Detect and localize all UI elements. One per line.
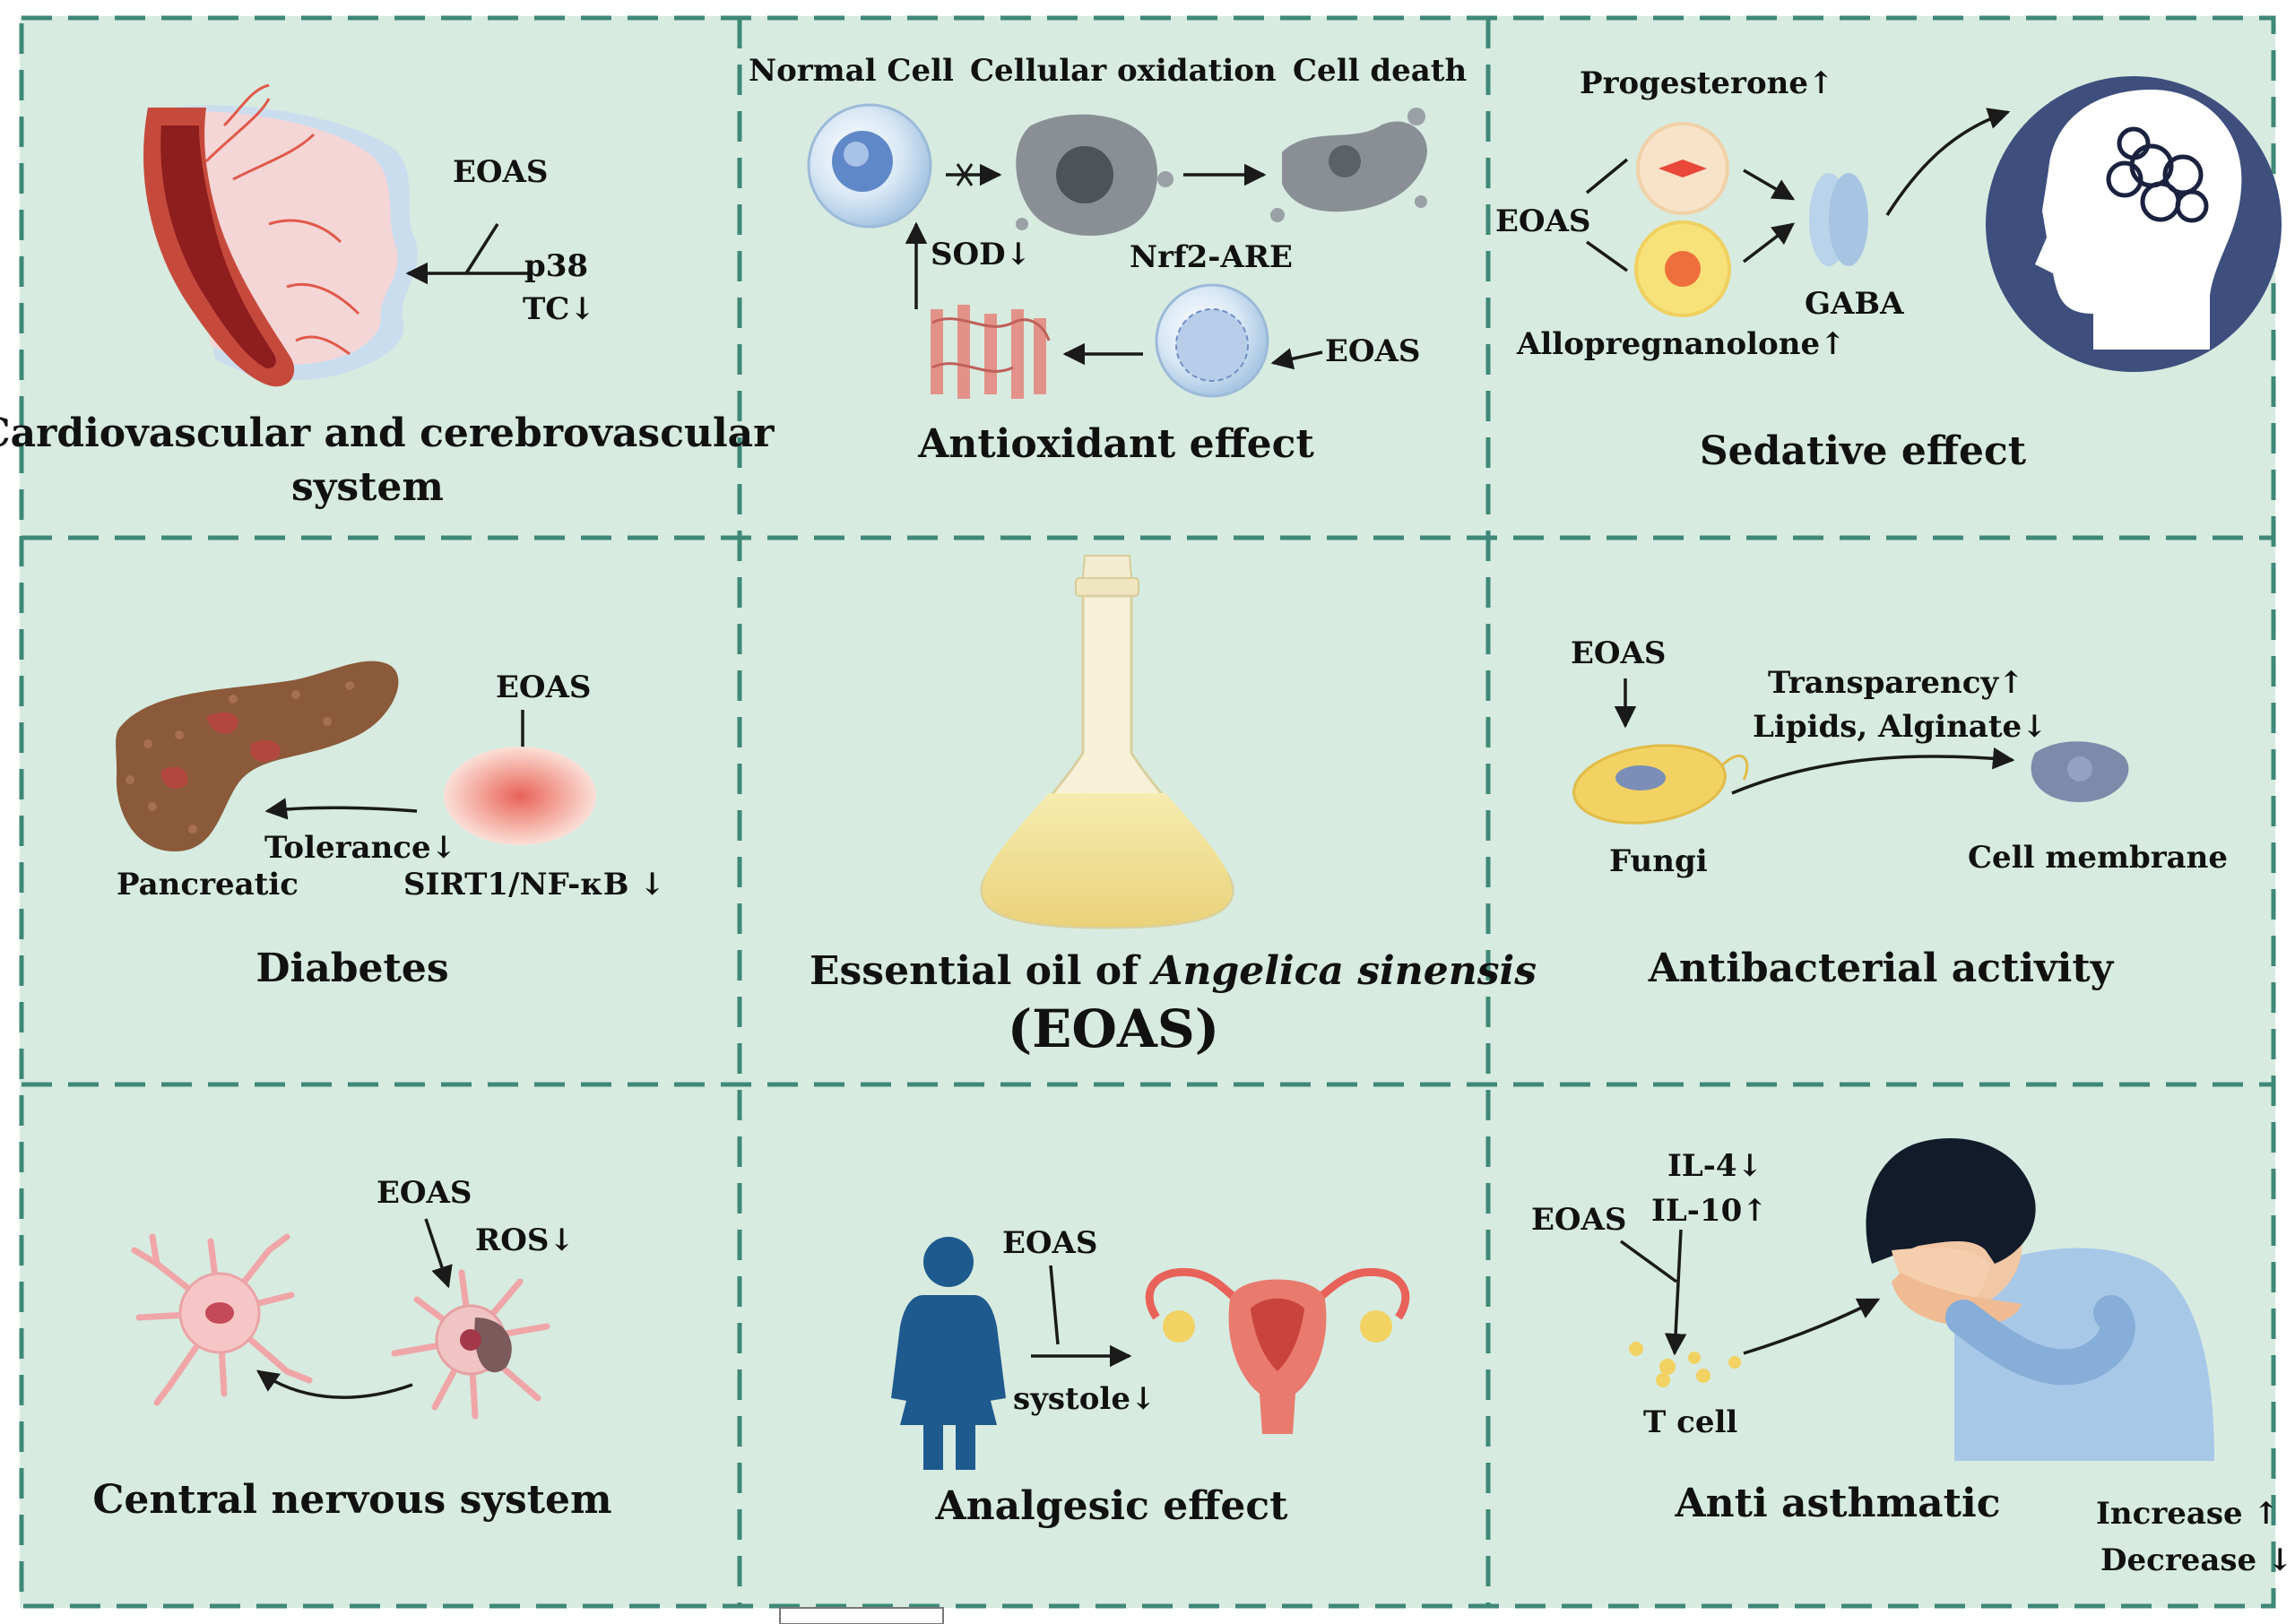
eoas-to-allopregnanolone-line	[1585, 240, 1629, 272]
gaba-receptor-icon	[1809, 173, 1868, 266]
fungi-label: Fungi	[1609, 843, 1708, 879]
analgesic-title: Analgesic effect	[935, 1483, 1289, 1529]
cell-membrane-icon	[2031, 741, 2129, 802]
healthy-neuron-icon	[131, 1233, 313, 1406]
panel-diabetes: EOAS Tolerance↓ Pancreatic SIRT1/NF-κB ↓…	[116, 661, 665, 991]
allopregnanolone-label: Allopregnanolone↑	[1516, 326, 1846, 362]
antibacterial-eoas-label: EOAS	[1571, 635, 1666, 671]
progesterone-to-gaba-arrow	[1743, 168, 1796, 201]
sod-label: SOD↓	[931, 237, 1031, 272]
panel-center: Essential oil of Angelica sinensis (EOAS…	[810, 555, 1537, 1059]
eoas-to-progesterone-line	[1585, 158, 1629, 194]
asthma-title: Anti asthmatic	[1675, 1481, 2001, 1526]
pancreatic-label: Pancreatic	[117, 867, 299, 903]
asthma-eoas-label: EOAS	[1531, 1202, 1626, 1238]
legend-decrease: Decrease ↓	[2100, 1542, 2293, 1578]
center-abbrev: (EOAS)	[1008, 998, 1220, 1059]
gaba-to-brain-arrow	[1885, 108, 2011, 216]
panel-asthma: IL-4↓ IL-10↑ EOAS T cell Anti asthmatic …	[1531, 1137, 2293, 1578]
progesterone-follicle-icon	[1636, 122, 1729, 215]
panel-sedative: Progesterone↑ EOAS GABA	[1495, 65, 2282, 474]
flask-icon	[980, 555, 1234, 929]
panel-cardiovascular: EOAS p38 TC↓ Cardiovascular and cerebrov…	[0, 83, 775, 510]
nrf2-label: Nrf2-ARE	[1130, 239, 1293, 275]
ros-label: ROS↓	[475, 1222, 575, 1258]
uterus-icon	[1145, 1267, 1410, 1434]
woman-icon	[891, 1237, 1006, 1470]
center-title: Essential oil of Angelica sinensis	[810, 948, 1537, 994]
eoas-to-nrf2-arrow	[1270, 348, 1323, 370]
cell-death-label: Cell death	[1293, 53, 1467, 89]
sirt-label: SIRT1/NF-κB ↓	[403, 867, 665, 903]
nrf2-cell-icon	[1155, 283, 1269, 398]
fungi-to-membrane-arrow	[1731, 747, 2015, 795]
analgesic-eoas-label: EOAS	[1002, 1225, 1097, 1261]
cardio-eoas-label: EOAS	[453, 154, 548, 190]
tcell-cluster-icon	[1629, 1342, 1741, 1387]
cns-title: Central nervous system	[92, 1477, 611, 1523]
il10-label: IL-10↑	[1651, 1193, 1768, 1229]
normal-cell-icon	[807, 103, 932, 229]
panel-analgesic: EOAS systole↓ Analgesic effect	[891, 1225, 1410, 1529]
pancreas-icon	[116, 661, 399, 851]
progesterone-label: Progesterone↑	[1580, 65, 1833, 101]
eoas-to-uterus-arrow	[1031, 1265, 1130, 1356]
blood-vessel-heart-icon	[143, 83, 418, 387]
panel-antioxidant: Normal Cell Cellular oxidation Cell deat…	[749, 53, 1467, 467]
block-mark-icon	[956, 163, 974, 186]
panel-grid	[19, 15, 2276, 1609]
tcell-to-person-arrow	[1743, 1298, 1881, 1355]
tcell-label: T cell	[1643, 1404, 1737, 1440]
damaged-neuron-icon	[391, 1269, 550, 1420]
tolerance-label: Tolerance↓	[264, 830, 456, 866]
panel-antibacterial: EOAS Transparency↑ Lipids, Alginate↓ Fun…	[1571, 635, 2228, 991]
sedative-title: Sedative effect	[1700, 428, 2027, 474]
head-brain-icon	[1986, 76, 2282, 372]
diabetes-eoas-label: EOAS	[496, 669, 591, 705]
dead-cell-icon	[1270, 108, 1427, 222]
il4-label: IL-4↓	[1667, 1148, 1762, 1184]
fungi-icon	[1572, 744, 1749, 825]
normal-cell-label: Normal Cell	[749, 53, 954, 89]
cardio-title-line2: system	[291, 464, 444, 510]
cellular-oxidation-label: Cellular oxidation	[970, 53, 1277, 89]
lipids-label: Lipids, Alginate↓	[1753, 709, 2048, 745]
tissue-to-pancreas-arrow	[264, 798, 418, 820]
center-title-italic: Angelica sinensis	[1148, 948, 1537, 994]
inflamed-tissue-icon	[444, 747, 596, 845]
transparency-label: Transparency↑	[1768, 665, 2024, 701]
systole-label: systole↓	[1013, 1381, 1156, 1417]
coughing-person-icon	[1866, 1137, 2214, 1461]
neuron-recovery-arrow	[256, 1369, 413, 1399]
cardio-p38-label: p38	[524, 248, 588, 284]
cns-eoas-label: EOAS	[377, 1175, 472, 1211]
antibacterial-title: Antibacterial activity	[1648, 946, 2115, 991]
legend-increase: Increase ↑	[2096, 1496, 2279, 1532]
panel-cns: EOAS ROS↓ Central nervous system	[92, 1175, 611, 1523]
protein-structure-icon	[931, 305, 1051, 399]
gaba-label: GABA	[1805, 286, 1904, 322]
antioxidant-title: Antioxidant effect	[917, 421, 1314, 467]
allopregnanolone-follicle-icon	[1634, 220, 1731, 317]
cardio-inhibit-arrow	[408, 223, 529, 273]
diabetes-title: Diabetes	[255, 946, 448, 991]
allopregnanolone-to-gaba-arrow	[1742, 222, 1795, 263]
eoas-to-tcell-arrow	[1619, 1229, 1681, 1353]
cardio-title-line1: Cardiovascular and cerebrovascular	[0, 410, 775, 456]
bottom-tab	[779, 1607, 944, 1624]
center-title-prefix: Essential oil of	[810, 948, 1152, 994]
oxidized-cell-icon	[1016, 114, 1173, 237]
antioxidant-eoas-label: EOAS	[1325, 333, 1420, 369]
cardio-tc-label: TC↓	[523, 291, 595, 327]
sedative-eoas-label: EOAS	[1495, 203, 1590, 239]
cell-membrane-label: Cell membrane	[1968, 840, 2228, 876]
eoas-to-neuron-arrow	[424, 1218, 453, 1289]
